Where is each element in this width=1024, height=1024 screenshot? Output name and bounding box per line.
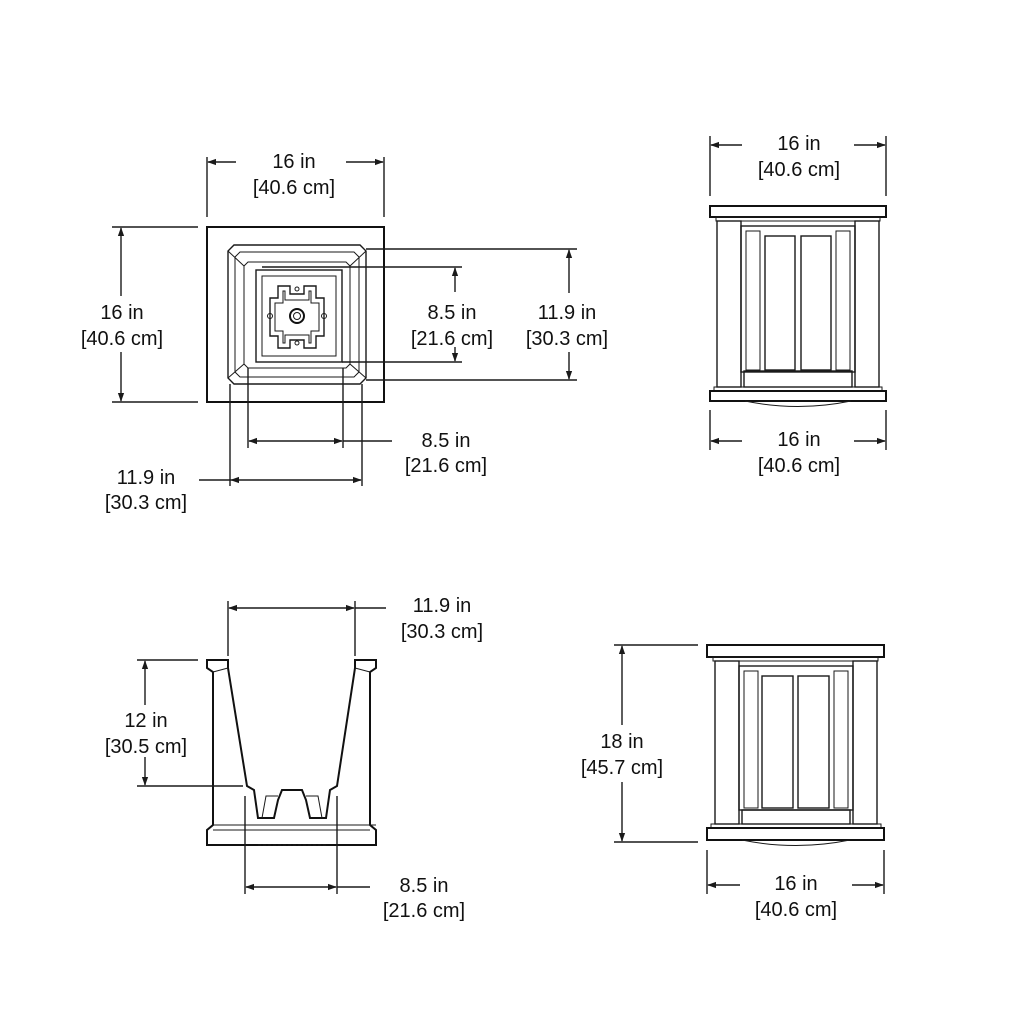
top-view-depth-cm: [40.6 cm] — [81, 328, 163, 350]
side-view-left-leg — [714, 660, 740, 825]
front-view-bottom-width-in: 16 in — [777, 429, 820, 451]
front-view-base — [709, 390, 887, 402]
side-view-width-cm: [40.6 cm] — [755, 899, 837, 921]
side-view-slat-2 — [797, 675, 830, 809]
top-view-inner-top-in: 11.9 in — [538, 302, 597, 324]
front-view-cap — [709, 205, 887, 218]
top-view-inner-top-cm: [30.3 cm] — [526, 328, 608, 350]
side-view-base — [706, 827, 885, 841]
side-view-cap — [706, 644, 885, 658]
top-view-drain-hole — [289, 308, 305, 324]
section-view-profile — [206, 659, 377, 846]
side-view: 18 in [45.7 cm] 16 in [40.6 cm] — [581, 644, 885, 921]
top-view-outer — [206, 226, 385, 403]
side-view-height-cm: [45.7 cm] — [581, 757, 663, 779]
top-view-bottom-top-cm: [30.3 cm] — [105, 492, 187, 514]
top-view-rim — [227, 244, 367, 385]
top-view-basin — [255, 269, 343, 363]
front-view-right-leg — [854, 220, 880, 388]
front-view-top-width-in: 16 in — [777, 133, 820, 155]
top-view-width-in: 16 in — [272, 151, 315, 173]
top-view-bottom-base-cm: [21.6 cm] — [405, 455, 487, 477]
section-view-base-width-cm: [21.6 cm] — [383, 900, 465, 922]
section-view: 11.9 in [30.3 cm] 12 in [30.5 cm] 8.5 in… — [105, 595, 483, 922]
side-view-slat-1 — [761, 675, 794, 809]
top-view: 16 in [40.6 cm] 16 in [40.6 cm] 8.5 in [… — [81, 151, 608, 514]
top-view-drain-pattern — [269, 285, 325, 349]
front-view-bottom-width-cm: [40.6 cm] — [758, 455, 840, 477]
top-view-inner-base-cm: [21.6 cm] — [411, 328, 493, 350]
section-view-top-width-cm: [30.3 cm] — [401, 621, 483, 643]
side-view-height-in: 18 in — [600, 731, 643, 753]
section-view-height-cm: [30.5 cm] — [105, 736, 187, 758]
front-view-slat-2 — [800, 235, 832, 371]
side-view-right-leg — [852, 660, 878, 825]
top-view-width-cm: [40.6 cm] — [253, 177, 335, 199]
front-view-left-leg — [716, 220, 742, 388]
front-view: 16 in [40.6 cm] 16 in [40.6 cm] — [709, 133, 887, 477]
front-view-slat-1 — [764, 235, 796, 371]
section-view-height-in: 12 in — [124, 710, 167, 732]
front-view-top-width-cm: [40.6 cm] — [758, 159, 840, 181]
side-view-width-in: 16 in — [774, 873, 817, 895]
section-view-top-width-in: 11.9 in — [413, 595, 472, 617]
top-view-bottom-base-in: 8.5 in — [422, 430, 471, 452]
section-view-base-width-in: 8.5 in — [400, 875, 449, 897]
top-view-inner-base-in: 8.5 in — [428, 302, 477, 324]
top-view-bottom-top-in: 11.9 in — [117, 467, 176, 489]
top-view-depth-in: 16 in — [100, 302, 143, 324]
